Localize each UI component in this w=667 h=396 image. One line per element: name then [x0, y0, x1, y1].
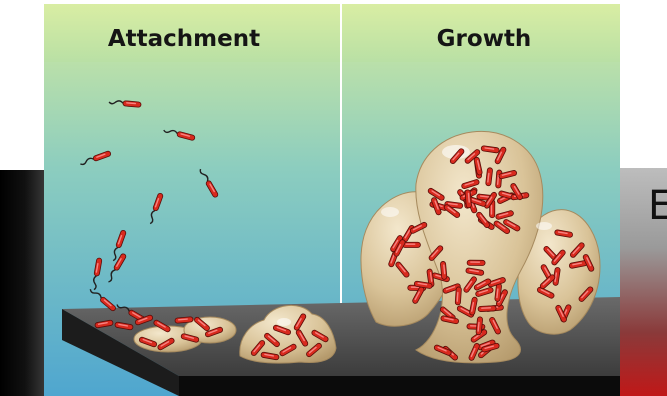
biofilm-highlight [536, 222, 552, 230]
biofilm-highlight [381, 207, 399, 217]
panel-title-attachment: Attachment [108, 26, 260, 52]
bacterium-icon [455, 287, 461, 305]
panel-title-growth: Growth [437, 26, 532, 52]
background-photo-panel: E [620, 168, 667, 396]
bacterium-icon [465, 190, 472, 208]
biofilm-diagram: Attachment Growth [44, 4, 620, 396]
bacterium-icon [175, 317, 193, 324]
background-dark-panel [0, 170, 46, 396]
surface-front-edge [179, 376, 620, 396]
background-partial-text: E [648, 186, 667, 226]
bacterium-icon [467, 260, 485, 265]
biofilm-highlight [277, 318, 291, 326]
bacterium-icon [478, 306, 496, 312]
